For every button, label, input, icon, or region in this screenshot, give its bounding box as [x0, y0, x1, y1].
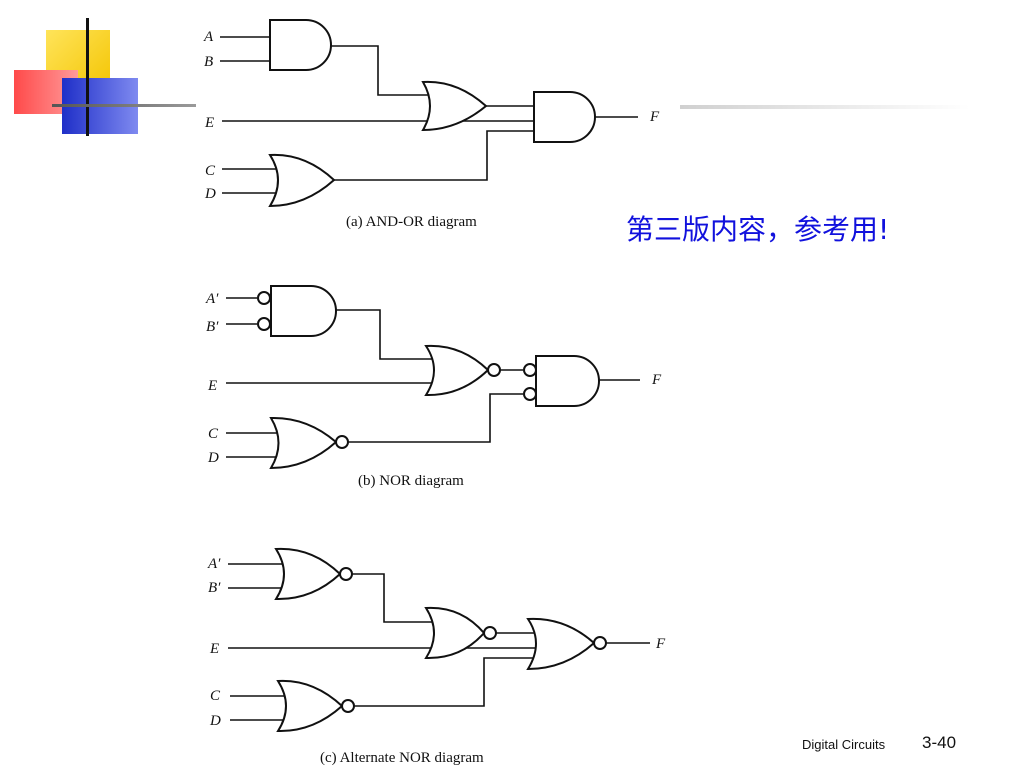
caption-a: (a) AND-OR diagram: [346, 214, 477, 230]
bubble-b4-out: [335, 435, 349, 449]
label-b-input-e: E: [207, 378, 217, 394]
nor-gate-c2: [424, 606, 486, 660]
caption-c: (c) Alternate NOR diagram: [320, 750, 484, 766]
label-a-input-a: A: [203, 29, 214, 45]
label-a-output-f: F: [649, 109, 660, 125]
deco-horizontal-line-left: [52, 104, 196, 107]
or-gate-a4: [268, 153, 336, 208]
footer-page-number: 3-40: [922, 733, 957, 752]
nor-gate-c3: [526, 617, 596, 671]
and-gate-a1: [269, 19, 332, 71]
or-gate-b4: [269, 416, 338, 470]
and-gate-a3: [533, 91, 596, 143]
and-gate-b1: [270, 285, 337, 337]
or-gate-a2: [421, 80, 488, 132]
label-c-input-d: D: [209, 713, 221, 729]
bubble-b2-out: [487, 363, 501, 377]
caption-b: (b) NOR diagram: [358, 473, 464, 489]
nor-gate-c1: [274, 547, 342, 601]
label-b-input-d: D: [207, 450, 219, 466]
label-c-input-e: E: [209, 641, 219, 657]
diagram-c-alternate-nor: A′ B′ E C D F (c) Alternate NOR diagram: [207, 547, 666, 766]
bubble-c3-out: [593, 636, 607, 650]
nor-gate-c4: [276, 679, 344, 733]
bubble-b1-a: [257, 291, 271, 305]
footer-course: Digital Circuits: [802, 737, 886, 752]
bubble-c1-out: [339, 567, 353, 581]
bubble-c2-out: [483, 626, 497, 640]
label-c-input-b: B′: [208, 580, 221, 596]
label-a-input-c: C: [205, 163, 216, 179]
deco-horizontal-line-right: [680, 105, 970, 109]
label-a-input-e: E: [204, 115, 214, 131]
edition-note: 第三版内容，参考用!: [626, 213, 890, 246]
bubble-b3-b: [523, 387, 537, 401]
and-gate-b3: [535, 355, 600, 407]
diagram-b-nor: A′ B′ E C D F (b) NOR diagram: [205, 285, 662, 489]
label-a-input-d: D: [204, 186, 216, 202]
label-a-input-b: B: [204, 54, 213, 70]
deco-vertical-line: [86, 18, 89, 136]
bubble-c4-out: [341, 699, 355, 713]
bubble-b1-b: [257, 317, 271, 331]
label-b-input-b: B′: [206, 319, 219, 335]
label-c-input-c: C: [210, 688, 221, 704]
label-b-input-c: C: [208, 426, 219, 442]
label-b-output-f: F: [651, 372, 662, 388]
or-gate-b2: [424, 344, 490, 397]
label-c-output-f: F: [655, 636, 666, 652]
label-b-input-a: A′: [205, 291, 219, 307]
label-c-input-a: A′: [207, 556, 221, 572]
diagram-a-and-or: A B E C D F (a) AND-OR diagram: [203, 19, 660, 230]
bubble-b3-a: [523, 363, 537, 377]
